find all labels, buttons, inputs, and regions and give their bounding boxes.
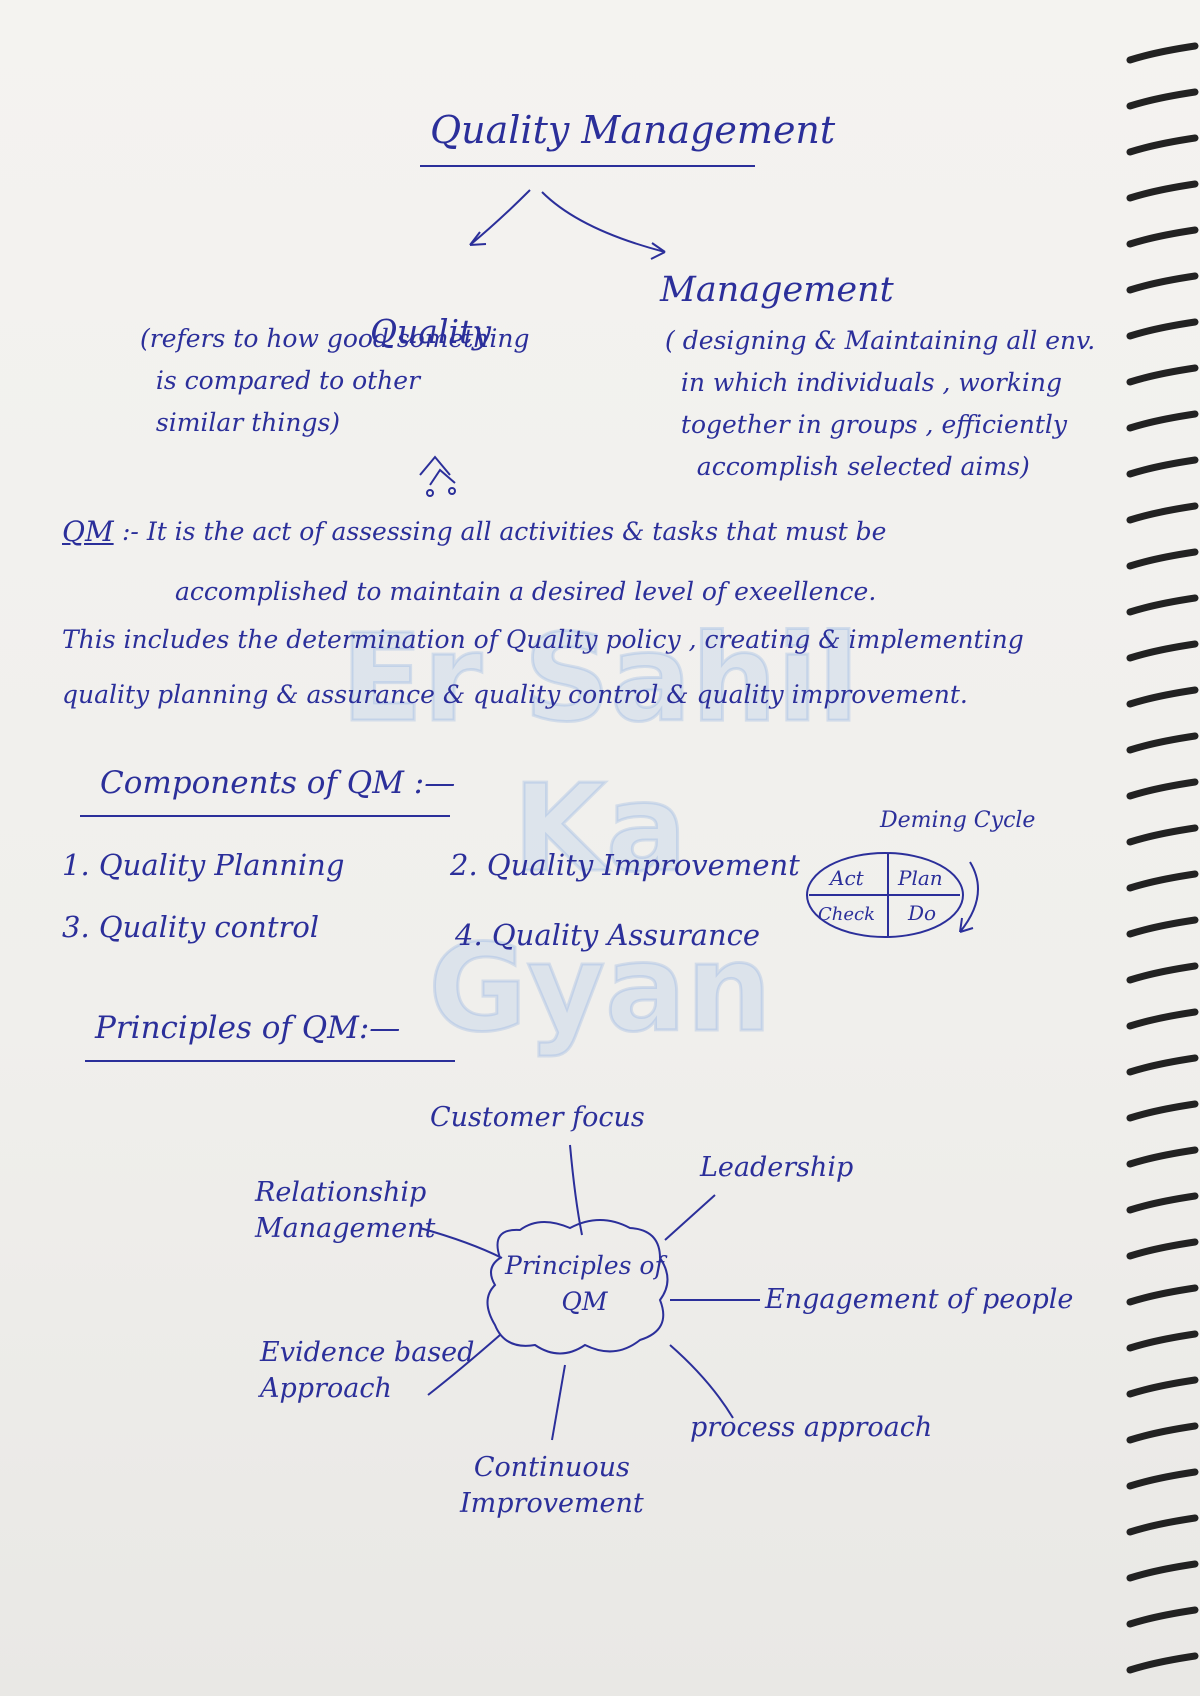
qm-definition-line-2: accomplished to maintain a desired level… [175, 577, 877, 606]
spiral-coil [1126, 1100, 1199, 1122]
spiral-coil [1126, 1376, 1199, 1398]
deming-do: Do [907, 901, 936, 925]
principle-leadership: Leadership [700, 1152, 854, 1183]
deming-plan: Plan [897, 866, 943, 890]
spiral-coil [1126, 1514, 1199, 1536]
qm-definition-line-3: This includes the determination of Quali… [62, 625, 1024, 654]
spiral-coil [1126, 1238, 1199, 1260]
spiral-coil [1126, 1146, 1199, 1168]
spiral-coil [1126, 1284, 1199, 1306]
deming-act: Act [828, 866, 865, 890]
spiral-coil [1126, 594, 1199, 616]
component-item-4: 4. Quality Assurance [455, 918, 761, 952]
spiral-coil [1126, 1422, 1199, 1444]
spiral-coil [1126, 1606, 1199, 1628]
spiral-coil [1126, 962, 1199, 984]
spiral-coil [1126, 1008, 1199, 1030]
title-underline [420, 165, 755, 167]
principle-engagement: Engagement of people [765, 1284, 1074, 1315]
spiral-coil [1126, 916, 1199, 938]
page-title: Quality Management [430, 108, 836, 152]
spiral-coil [1126, 640, 1199, 662]
spiral-coil [1126, 226, 1199, 248]
spiral-coil [1126, 456, 1199, 478]
spiral-binding [1126, 42, 1199, 1674]
spiral-coil [1126, 732, 1199, 754]
watermark-line-2: Ka [512, 759, 689, 901]
spiral-coil [1126, 824, 1199, 846]
spiral-coil [1126, 870, 1199, 892]
principles-center: Principles of QM [505, 1251, 664, 1316]
spiral-coil [1126, 42, 1199, 64]
component-item-3: 3. Quality control [62, 910, 320, 944]
component-item-1: 1. Quality Planning [62, 848, 345, 882]
spiral-coil [1126, 502, 1199, 524]
principle-continuous-improvement: Continuous Improvement [460, 1452, 644, 1519]
qm-label: QM [62, 515, 114, 548]
spiral-coil [1126, 1652, 1199, 1674]
principle-evidence-based: Evidence based Approach [260, 1337, 475, 1404]
deming-cycle-diagram: Act Plan Check Do [806, 852, 979, 938]
components-heading: Components of QM :— [100, 765, 456, 801]
qm-definition-line-1: :- It is the act of assessing all activi… [122, 517, 887, 546]
spiral-coil [1126, 1560, 1199, 1582]
spiral-coil [1126, 318, 1199, 340]
spiral-coil [1126, 1330, 1199, 1352]
spiral-coil [1126, 410, 1199, 432]
principles-heading: Principles of QM:— [95, 1010, 401, 1046]
principle-customer-focus: Customer focus [430, 1102, 645, 1133]
deming-cycle-title: Deming Cycle [880, 808, 1036, 833]
spiral-coil [1126, 272, 1199, 294]
management-definition: ( designing & Maintaining all env. in wh… [665, 326, 1096, 481]
principle-process-approach: process approach [690, 1412, 933, 1443]
doodle-icon [419, 455, 456, 497]
spiral-coil [1126, 1468, 1199, 1490]
management-heading: Management [660, 270, 894, 310]
spiral-coil [1126, 548, 1199, 570]
spiral-coil [1126, 364, 1199, 386]
spiral-coil [1126, 88, 1199, 110]
quality-heading: Quality [370, 312, 491, 351]
deming-arrow-icon [959, 861, 979, 933]
component-item-2: 2. Quality Improvement [450, 848, 800, 882]
principle-relationship-management: Relationship Management [255, 1177, 436, 1244]
spiral-coil [1126, 134, 1199, 156]
spiral-coil [1126, 1054, 1199, 1076]
watermark-line-1: Er Sahil [339, 609, 860, 751]
watermark-line-3: Gyan [427, 919, 773, 1061]
quality-definition: (refers to how good something is compare… [140, 324, 530, 437]
spiral-coil [1126, 778, 1199, 800]
spiral-coil [1126, 1192, 1199, 1214]
spiral-coil [1126, 686, 1199, 708]
principles-underline [85, 1060, 455, 1062]
spiral-coil [1126, 180, 1199, 202]
deming-check: Check [818, 904, 875, 925]
qm-definition-line-4: quality planning & assurance & quality c… [62, 680, 968, 709]
components-underline [80, 815, 450, 817]
